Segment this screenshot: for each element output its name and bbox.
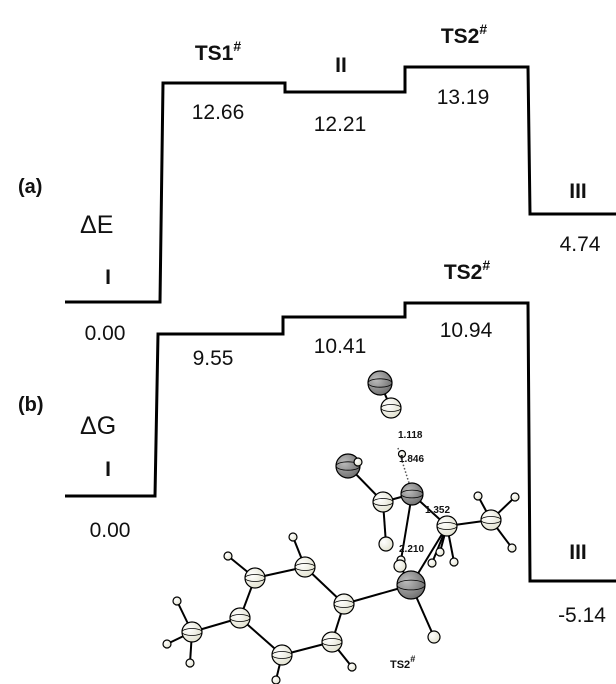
atom-shading-c4	[436, 522, 458, 530]
atom-c1	[380, 397, 402, 419]
energy-profile-b	[65, 301, 616, 583]
state-value-a-2: 12.21	[314, 113, 367, 136]
state-label-a-4: III	[569, 180, 587, 203]
panel-b-tag: (b)	[18, 394, 44, 416]
atom-h15	[172, 596, 182, 606]
atom-c2	[372, 491, 394, 513]
atom-c9	[229, 607, 251, 629]
atom-c5	[480, 509, 502, 531]
atom-h16	[162, 639, 172, 649]
atom-shading-c11	[321, 638, 343, 646]
atom-c6	[333, 593, 355, 615]
atom-shading-s1	[396, 579, 426, 591]
state-label-a-3: TS2#	[441, 21, 488, 48]
state-label-b-0: I	[105, 458, 111, 481]
atom-s1	[396, 570, 426, 600]
atom-h3	[353, 457, 363, 467]
molecule-atoms	[162, 370, 520, 684]
atom-shading-c5	[480, 516, 502, 524]
panel-b: (b) ΔG I 0.00 9.55 10.41 TS2# 10.94 III …	[18, 257, 616, 627]
bond-label-2: 1.846	[399, 454, 424, 465]
atom-shading-c10	[271, 651, 293, 659]
atom-shading-c9	[229, 614, 251, 622]
panel-b-quantity: ΔG	[80, 412, 116, 440]
atom-c10	[271, 644, 293, 666]
ts2-molecule-structure: 1.118 1.846 1.352 2.210 TS2#	[162, 370, 520, 684]
atom-n1	[367, 370, 393, 396]
atom-h14	[271, 675, 281, 684]
state-value-b-1: 9.55	[193, 347, 234, 370]
molecule-bonds	[166, 382, 516, 681]
atom-h4	[510, 492, 520, 502]
atom-c7	[294, 556, 316, 578]
structure-caption: TS2#	[390, 654, 415, 671]
state-label-a-0: I	[105, 266, 111, 289]
atom-h13	[347, 662, 357, 672]
state-value-b-3: 10.94	[440, 319, 493, 342]
atom-h11	[288, 532, 298, 542]
state-value-a-0: 0.00	[85, 322, 126, 345]
state-label-a-1: TS1#	[195, 38, 242, 65]
panel-a: (a) ΔE I 0.00 TS1# 12.66 II 12.21 TS2# 1…	[18, 21, 616, 345]
panel-a-quantity: ΔE	[80, 211, 113, 239]
bond-label-4: 2.210	[399, 544, 424, 555]
atom-h17	[185, 658, 195, 668]
atom-h12	[223, 551, 233, 561]
atom-h7	[435, 547, 445, 557]
atom-c4	[436, 515, 458, 537]
atom-h1	[397, 449, 407, 459]
atom-shading-c3	[400, 489, 424, 499]
atom-o3	[393, 559, 407, 573]
atom-h5	[473, 491, 483, 501]
atom-shading-c1	[380, 404, 402, 412]
atom-shading-c2	[372, 498, 394, 506]
bond-label-1: 1.118	[398, 430, 423, 441]
atom-c12	[181, 621, 203, 643]
bond-label-3: 1.352	[425, 505, 450, 516]
atom-h2	[378, 536, 394, 552]
forming-bond-dotted	[397, 447, 410, 484]
atom-c3	[400, 482, 424, 506]
atom-h8	[427, 558, 437, 568]
state-value-a-1: 12.66	[192, 101, 245, 124]
panel-a-tag: (a)	[18, 176, 42, 198]
state-label-b-3: TS2#	[444, 257, 491, 284]
state-value-b-2: 10.41	[314, 335, 367, 358]
state-value-b-0: 0.00	[90, 519, 131, 542]
atom-h9	[449, 557, 459, 567]
atom-shading-c12	[181, 628, 203, 636]
atom-shading-c6	[333, 600, 355, 608]
atom-shading-n1	[367, 378, 393, 388]
atom-shading-c7	[294, 563, 316, 571]
atom-c8	[244, 567, 266, 589]
state-value-b-4: -5.14	[558, 604, 606, 627]
atom-c11	[321, 631, 343, 653]
state-value-a-3: 13.19	[437, 86, 490, 109]
energy-profile-a	[65, 65, 616, 304]
state-label-a-2: II	[335, 54, 347, 77]
state-value-a-4: 4.74	[560, 233, 601, 256]
state-label-b-4: III	[569, 541, 587, 564]
atom-shading-c8	[244, 574, 266, 582]
atom-h6	[507, 543, 517, 553]
atom-o2	[427, 630, 441, 644]
